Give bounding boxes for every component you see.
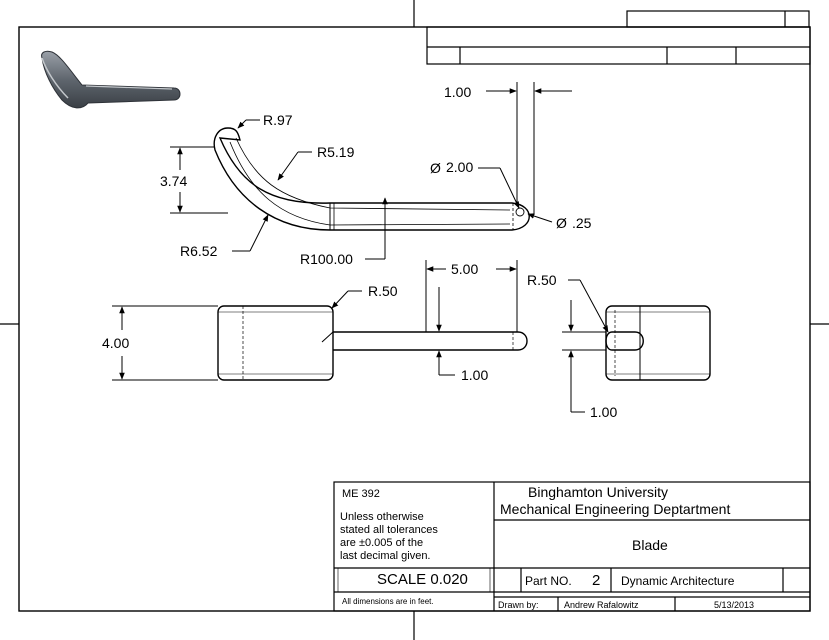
tolerance-line-4: last decimal given. [340,550,431,562]
dim-r-050-right: R.50 [527,272,557,288]
end-view-dimension-lines [568,279,609,413]
title-block [333,481,811,612]
units-note: All dimensions are in feet. [342,597,434,606]
blade-front-view [217,305,528,381]
part-name: Blade [632,537,668,553]
course-code: ME 392 [342,488,380,500]
dim-400: 4.00 [102,335,129,351]
university-name: Binghamton University [528,484,668,500]
dim-dia-025: .25 [572,215,592,231]
dim-r-050-left: R.50 [368,283,398,299]
part-no-label: Part NO. [525,574,572,588]
diameter-symbol-1: Ø [430,160,441,176]
tolerance-line-3: are ±0.005 of the [340,537,423,549]
dim-r-097: R.97 [263,112,293,128]
drawn-by-label: Drawn by: [498,600,539,610]
isometric-model-view [41,50,181,109]
dim-1-00-top: 1.00 [444,84,471,100]
dim-374: 3.74 [160,173,187,189]
blade-side-view [213,127,530,231]
dim-dia-200: 2.00 [446,159,473,175]
dim-1-00-right: 1.00 [590,404,617,420]
dimension-texts: 1.00 R.97 R5.19 3.74 Ø 2.00 Ø .25 R6.52 … [102,84,617,420]
tolerance-line-1: Unless otherwise [340,511,424,523]
top-view-dimension-lines [170,82,572,260]
dim-500: 5.00 [451,261,478,277]
dim-r-10000: R100.00 [300,251,353,267]
dim-r-519: R5.19 [317,144,355,160]
diameter-symbol-2: Ø [556,215,567,231]
dim-r-652: R6.52 [180,243,218,259]
blade-end-view [562,305,711,381]
revision-block [426,10,811,65]
title-block-texts: ME 392 Unless otherwise stated all toler… [340,484,754,610]
scale-label: SCALE 0.020 [377,571,468,588]
project-name: Dynamic Architecture [621,574,735,588]
front-view-dimension-lines [112,260,518,381]
department-name: Mechanical Engineering Deptartment [500,501,730,517]
drawing-date: 5/13/2013 [714,600,754,610]
tolerance-line-2: stated all tolerances [340,524,438,536]
drawn-by-name: Andrew Rafalowitz [564,600,639,610]
part-no-value: 2 [592,572,600,589]
dim-1-00-mid: 1.00 [461,367,488,383]
